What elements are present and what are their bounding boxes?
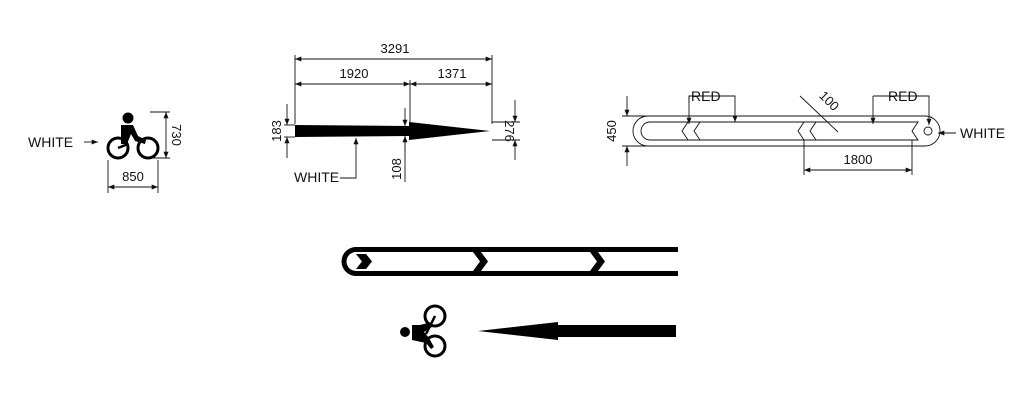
arrow-head-length-dim: 1371 (438, 66, 467, 81)
lane-rendered-chevron-3 (590, 252, 605, 271)
lane-strip-group: RED RED 450 100 1800 WHITE (604, 88, 1005, 175)
arrow-shape (295, 122, 490, 140)
lane-rendered-chevron-2 (473, 252, 488, 271)
lane-chevron-spacing-dim: 1800 (844, 152, 873, 167)
lane-rendered-top-bar (355, 247, 678, 252)
lane-rendered-chevron-1 (356, 254, 372, 269)
arrow-color-leader (340, 138, 359, 179)
bicycle-width-dim: 850 (122, 169, 144, 184)
lane-strip-outer-outline (632, 115, 941, 147)
lane-end-color-label: WHITE (960, 125, 1005, 141)
lane-strip-inner-outline (640, 121, 919, 141)
arrow-marking-group: 3291 1920 1371 183 108 276 WHITE (269, 41, 520, 185)
arrow-tail-width-dim: 183 (269, 120, 284, 142)
arrow-color-label: WHITE (294, 169, 339, 185)
lane-chevron-1b (693, 121, 701, 141)
arrow-total-length-dim: 3291 (381, 41, 410, 56)
arrow-tail-length-dim: 1920 (340, 66, 369, 81)
lane-chevron-width-dim: 100 (816, 88, 842, 114)
bicycle-color-label: WHITE (28, 134, 73, 150)
lane-chevron-width-dim-line (799, 95, 839, 133)
bicycle-rotated-icon (400, 304, 447, 358)
arrow-tip-width-dim: 108 (389, 158, 404, 180)
lane-rendered-end-cap (341, 247, 358, 276)
arrow-head-width-dim: 276 (502, 120, 517, 142)
lane-rendered-bottom-bar (355, 271, 678, 276)
lane-red-right-leader (873, 95, 932, 125)
lane-height-dim: 450 (604, 120, 619, 142)
bicycle-symbol-group: WHITE 850 730 (28, 111, 184, 193)
lane-end-circle (923, 126, 933, 136)
bicycle-icon (106, 112, 160, 160)
lane-chevron-2 (797, 121, 805, 141)
lane-strip-rendered (341, 247, 678, 276)
lane-right-color-label: RED (888, 88, 918, 104)
lane-left-color-label: RED (691, 88, 721, 104)
lane-chevron-2b (809, 121, 817, 141)
arrow-rendered-left (478, 322, 676, 340)
bicycle-height-dim: 730 (169, 124, 184, 146)
lane-chevron-1 (681, 121, 689, 141)
